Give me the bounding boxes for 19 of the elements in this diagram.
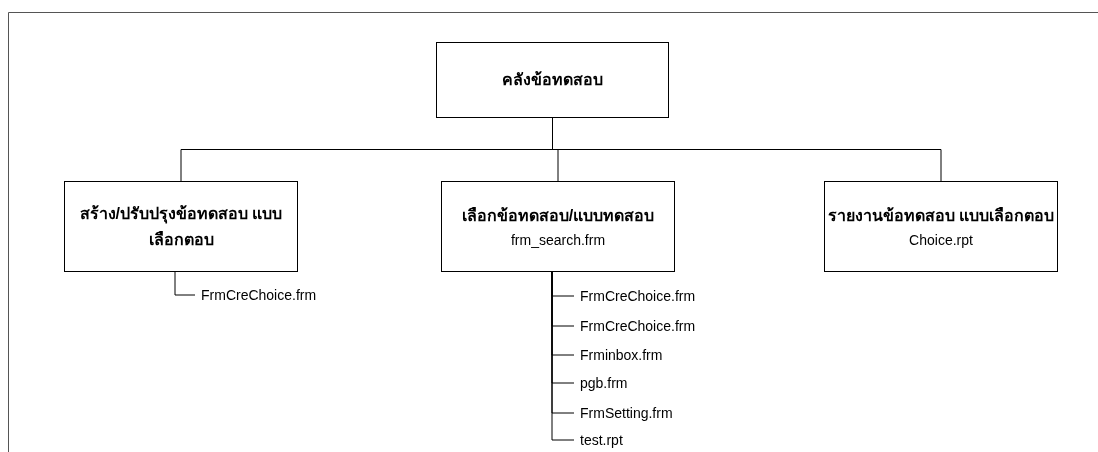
- process-box: [441, 181, 675, 272]
- file-name: Frminbox.frm: [574, 346, 663, 364]
- box-title: เลือกข้อทดสอบ/แบบทดสอบ: [461, 205, 655, 226]
- file-name: Choice.rpt: [909, 230, 973, 250]
- file-name: FrmCreChoice.frm: [574, 287, 696, 305]
- connector-line: [551, 271, 575, 441]
- box-title: สร้าง/ปรับปรุงข้อทดสอบ แบบเลือกตอบ: [78, 203, 284, 250]
- file-name: FrmCreChoice.frm: [574, 317, 696, 335]
- box-title: คลังข้อทดสอบ: [502, 70, 603, 90]
- box-title: รายงานข้อทดสอบ แบบเลือกตอบ: [827, 205, 1055, 226]
- file-name: FrmSetting.frm: [574, 404, 673, 422]
- process-box: [64, 181, 298, 272]
- process-box: [824, 181, 1058, 272]
- file-name: test.rpt: [574, 431, 623, 449]
- process-box: [436, 42, 669, 118]
- file-name: pgb.frm: [574, 374, 628, 392]
- connector-line: [174, 271, 196, 296]
- file-name: FrmCreChoice.frm: [195, 286, 317, 304]
- file-name: frm_search.frm: [510, 230, 606, 250]
